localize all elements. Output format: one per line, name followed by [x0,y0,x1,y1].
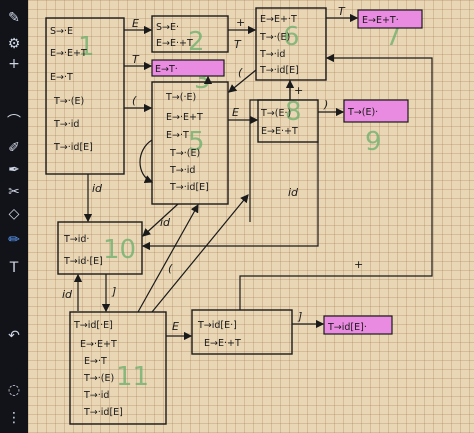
svg-text:E: E [172,320,179,333]
state-8-items: T→id· T→id·[E] [63,234,103,267]
svg-text:T→·id: T→·id [169,165,195,176]
svg-text:T→·(E): T→·(E) [259,32,290,43]
svg-text:E: E [132,17,139,30]
add-icon[interactable]: + [8,56,20,72]
state-1-items: S→E· E→E·+T [156,22,193,49]
transition-labels: E T ( + T T ( E ) + id id id ] id ( E ] … [62,5,363,333]
text-tool-icon[interactable]: T [9,260,19,276]
svg-text:T→·id[E]: T→·id[E] [53,142,93,153]
undo-icon[interactable]: ↶ [8,328,20,344]
state-number-9: 11 [116,362,149,392]
state-5-box [151,81,229,205]
eraser-icon[interactable]: ◇ [8,206,20,222]
transition-arrows [73,13,433,341]
svg-text:T→·id: T→·id [83,390,109,401]
svg-text:T: T [132,53,140,66]
scissors-icon[interactable]: ✂ [8,184,20,200]
state-7-items: T→(E)· [347,107,378,118]
svg-text:E→E·+T: E→E·+T [156,38,193,49]
state-number-5: 5 [188,127,205,157]
state-5-items: T→(·E) E→·E+T E→·T T→·(E) T→·id T→·id[E] [165,92,209,193]
svg-text:id: id [62,288,73,301]
svg-text:E→·T: E→·T [84,356,107,367]
state-6-items: T→(E·) E→E·+T [260,108,298,137]
svg-text:T: T [338,5,346,18]
svg-text:T→·(E): T→·(E) [53,96,84,107]
svg-text:T→·(E): T→·(E) [169,148,200,159]
state-number-6: 8 [285,97,302,127]
state-3-items: E→E+·T T→·(E) T→·id T→·id[E] [259,14,299,76]
svg-text:T→(·E): T→(·E) [165,92,196,103]
svg-text:(: ( [168,262,173,275]
svg-text:T→id[E·]: T→id[E·] [197,320,237,331]
state-number-3: 6 [283,22,300,52]
state-number-0: 1 [78,32,95,62]
svg-text:): ) [323,98,328,111]
svg-text:+: + [236,16,245,29]
svg-text:E: E [232,106,239,119]
svg-text:T→id·: T→id· [63,234,89,245]
marker-tool-icon[interactable]: ✒ [8,162,20,178]
svg-text:E→E·+T: E→E·+T [204,338,241,349]
shapes-icon[interactable]: ◌ [7,382,21,398]
svg-text:T→(E·): T→(E·) [260,108,291,119]
svg-text:(: ( [132,94,137,107]
svg-text:S→E·: S→E· [156,22,179,33]
state-11-items: T→id[E]· [327,322,367,333]
state-9-box [69,311,167,425]
svg-text:+: + [354,258,363,271]
state-number-7: 9 [365,127,382,157]
svg-text:(: ( [238,66,243,79]
svg-text:E→·E+T: E→·E+T [166,112,203,123]
state-0-box [45,17,125,175]
svg-text:E→·T: E→·T [166,130,189,141]
svg-text:]: ] [111,285,116,298]
svg-text:id: id [288,186,299,199]
state-number-8: 10 [103,235,136,265]
state-number-1: 2 [188,27,205,57]
svg-text:E→·E+T: E→·E+T [80,339,117,350]
svg-text:S→·E: S→·E [50,26,73,37]
drawing-canvas[interactable]: 1 2 3 5 6 7 8 9 10 11 S→·E E→·E+T E→·T T… [28,0,474,433]
svg-text:T→·id: T→·id [53,119,79,130]
pen-tool-icon[interactable]: ✐ [8,140,20,156]
svg-text:E→·E+T: E→·E+T [50,48,87,59]
svg-text:T: T [234,38,242,51]
svg-text:id: id [92,182,103,195]
state-2-items: E→T· [155,64,178,75]
svg-text:]: ] [297,310,302,323]
svg-text:E→E·+T: E→E·+T [261,126,298,137]
svg-text:+: + [294,84,303,97]
state-0-items: S→·E E→·E+T E→·T T→·(E) T→·id T→·id[E] [50,26,93,153]
pencil-icon[interactable]: ✏ [8,232,20,248]
lr-automaton-diagram: 1 2 3 5 6 7 8 9 10 11 S→·E E→·E+T E→·T T… [45,5,433,425]
svg-text:T→·id[E]: T→·id[E] [259,65,299,76]
more-icon[interactable]: ⋮ [7,410,21,426]
svg-text:T→·id[E]: T→·id[E] [83,407,123,418]
svg-text:T→·(E): T→·(E) [83,373,114,384]
state-10-items: T→id[E·] E→E·+T [197,320,241,349]
svg-text:T→·id: T→·id [259,49,285,60]
state-4-items: E→E+T· [362,15,399,26]
state-9-items: T→id[·E] E→·E+T E→·T T→·(E) T→·id T→·id[… [73,320,123,418]
edit-pen-icon[interactable]: ✎ [8,10,20,26]
svg-text:T→id[·E]: T→id[·E] [73,320,113,331]
svg-text:T→·id[E]: T→·id[E] [169,182,209,193]
lasso-icon[interactable]: ⌒ [7,114,21,130]
settings-icon[interactable]: ⚙ [7,36,21,52]
state-number-4: 7 [385,22,402,52]
svg-text:id: id [160,216,171,229]
svg-text:E→E+·T: E→E+·T [260,14,297,25]
svg-text:E→·T: E→·T [50,72,73,83]
tool-sidebar: ✎ ⚙ + ⌒ ✐ ✒ ✂ ◇ ✏ T ↶ ◌ ⋮ [0,0,28,433]
svg-text:T→id·[E]: T→id·[E] [63,256,103,267]
